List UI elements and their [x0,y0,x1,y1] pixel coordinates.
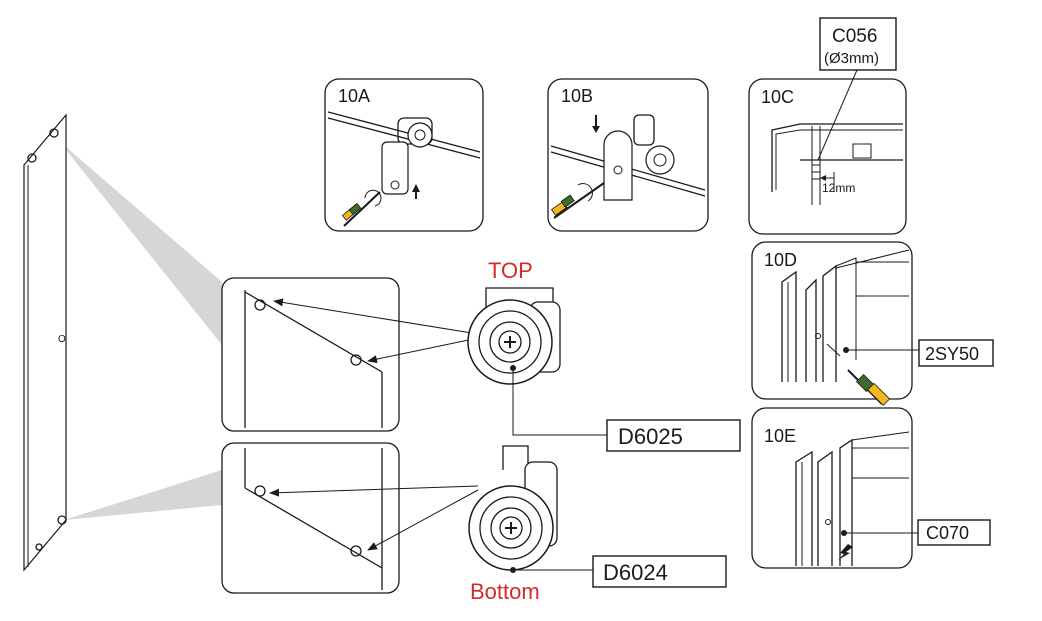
hinge-top-icon [49,128,59,138]
step-10a-panel: 10A [324,78,484,232]
step-10e-label: 10E [764,426,796,446]
callout-c070: C070 [917,519,991,546]
bottom-label: Bottom [470,579,540,604]
callout-d6025: D6025 [606,419,741,452]
d6025-code: D6025 [618,424,683,449]
step-10e-panel: 10E [751,407,918,569]
c056-code: C056 [832,26,877,47]
zoom-panel-top [221,277,400,432]
arrow-down-icon [592,126,600,133]
c070-code: C070 [926,523,969,543]
step-10c-panel: 10C 12mm [748,69,907,235]
callout-d6024: D6024 [592,555,727,588]
callout-c056: C056 (Ø3mm) [819,17,897,71]
hinge-top-left-icon [27,153,37,163]
roller-bottom-icon [350,545,362,557]
d6024-code: D6024 [603,560,668,585]
step-10b-label: 10B [561,86,593,106]
zoom-wedge-bottom [64,470,222,520]
callout-2sy50: 2SY50 [918,339,994,367]
roller-d6024: Bottom [468,445,593,604]
c056-size: (Ø3mm) [824,50,879,67]
zoom-panel-bottom [221,442,400,594]
step-10a-label: 10A [338,86,370,106]
roller-top-icon [254,485,266,497]
top-label: TOP [488,258,533,283]
roller-top-icon [254,299,266,311]
zoom-wedge-top [58,140,222,345]
hinge-bottom-icon [57,515,67,525]
roller-d6025: TOP [467,258,607,436]
glass-panel-overview: O [23,113,222,572]
step-10d-panel: 10D [751,241,919,406]
glass-mark: O [58,334,66,345]
sy50-code: 2SY50 [925,344,979,364]
step-10d-label: 10D [764,250,797,270]
pointer-arrows [269,298,479,551]
dim-12mm: 12mm [822,181,855,195]
screwdriver-handle-icon [867,382,891,406]
hinge-bottom-left-icon [35,543,43,551]
step-10b-panel: 10B [547,78,709,232]
step-10c-label: 10C [761,87,794,107]
roller-bottom-icon [350,354,362,366]
arrow-icon [838,544,853,560]
